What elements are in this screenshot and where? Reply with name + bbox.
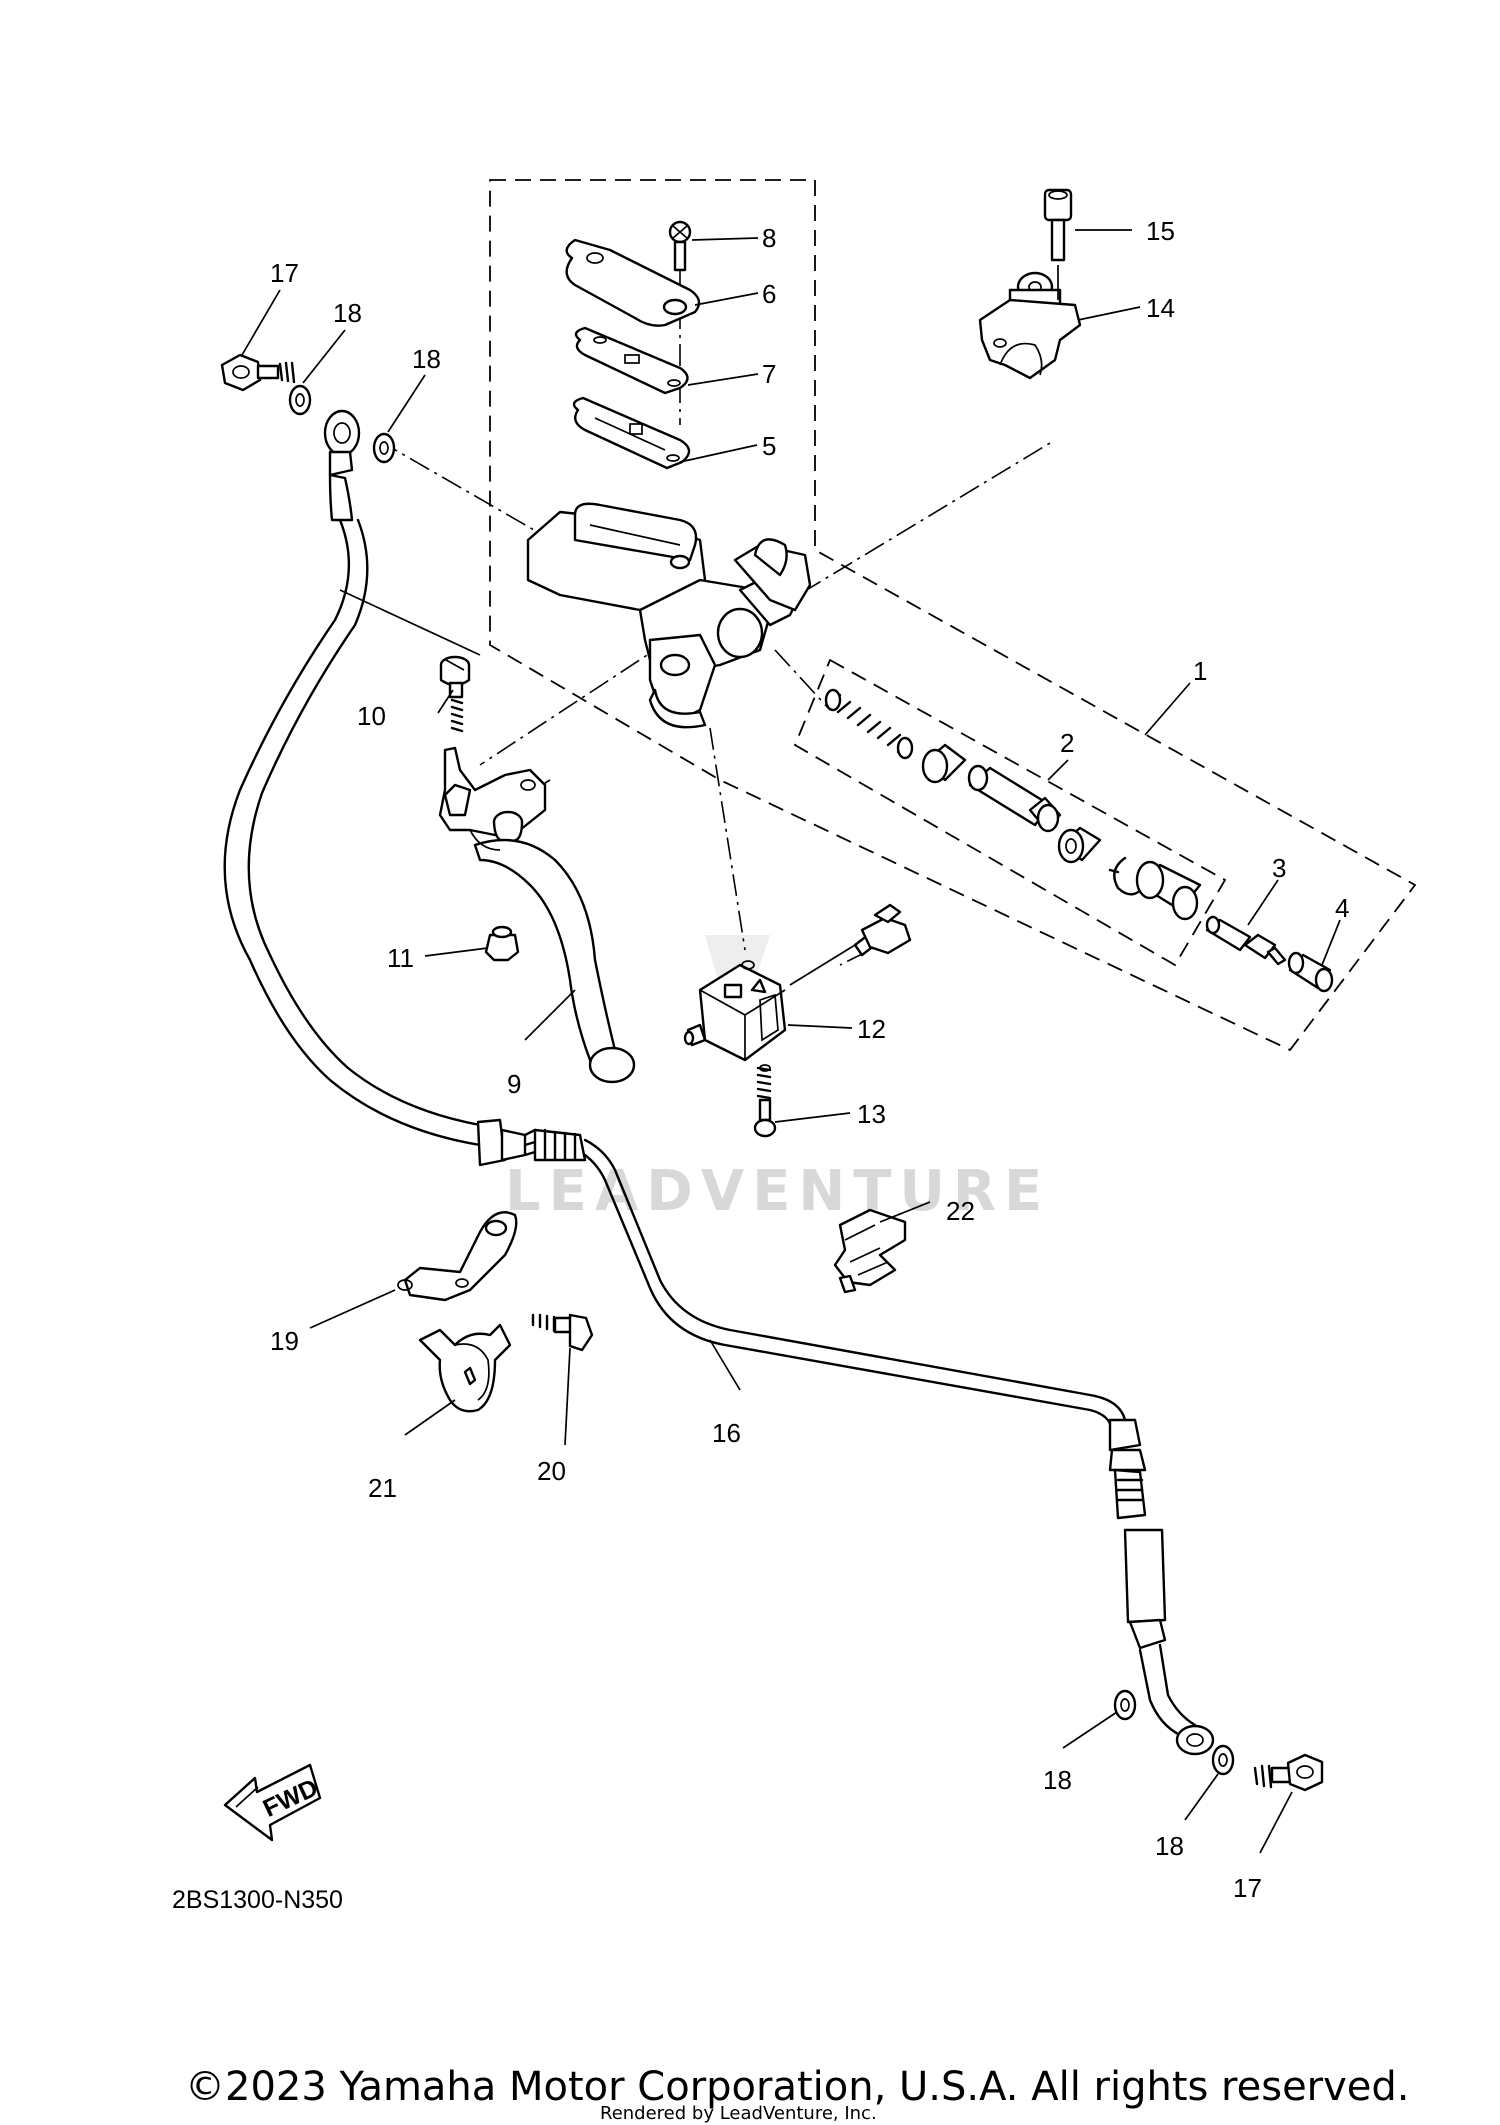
- cup-2: [921, 743, 967, 784]
- clip-22: [833, 1208, 907, 1294]
- copyright-notice: ©2023 Yamaha Motor Corporation, U.S.A. A…: [185, 2064, 1410, 2110]
- cap-4: [1287, 951, 1334, 993]
- washer-18-top-a: [288, 384, 312, 416]
- label-18-bottom-a: 18: [1043, 1765, 1072, 1795]
- rendered-by-notice: Rendered by LeadVenture, Inc.: [600, 2103, 877, 2124]
- label-19: 19: [270, 1326, 299, 1356]
- union-bolt-17-top: [220, 353, 296, 392]
- label-5: 5: [762, 431, 776, 461]
- label-14: 14: [1146, 293, 1175, 323]
- label-12: 12: [857, 1014, 886, 1044]
- screw-13: [753, 1064, 777, 1138]
- label-13: 13: [857, 1099, 886, 1129]
- label-18-bottom-b: 18: [1155, 1831, 1184, 1861]
- diaphragm-5: [572, 396, 691, 470]
- diaphragm-cover-6: [565, 238, 701, 327]
- label-2: 2: [1060, 728, 1074, 758]
- hose-clamp-21: [418, 1323, 512, 1413]
- washer-18-top-b: [372, 432, 396, 464]
- fwd-arrow-icon: FWD: [223, 1763, 322, 1842]
- switch-wire-12: [789, 903, 912, 986]
- diagram-code: 2BS1300-N350: [172, 1886, 343, 1914]
- label-17-top: 17: [270, 258, 299, 288]
- label-10: 10: [357, 701, 386, 731]
- label-3: 3: [1272, 853, 1286, 883]
- label-leaders: [241, 229, 1341, 1854]
- label-21: 21: [368, 1473, 397, 1503]
- label-1: 1: [1193, 656, 1207, 686]
- label-7: 7: [762, 359, 776, 389]
- union-bolt-17-bottom: [1253, 1753, 1324, 1792]
- label-11: 11: [387, 943, 414, 973]
- clamp-14: [978, 271, 1082, 380]
- master-cylinder-body: [526, 502, 812, 729]
- spring-2: [824, 688, 914, 760]
- lever-9: [438, 746, 636, 1084]
- label-17-bottom: 17: [1233, 1873, 1262, 1903]
- label-18-top-b: 18: [412, 344, 441, 374]
- watermark-text: LEADVENTURE: [505, 1159, 1050, 1224]
- bolt-20: [531, 1313, 594, 1352]
- bolt-15: [1043, 188, 1073, 262]
- label-18-top-a: 18: [333, 298, 362, 328]
- push-rod-3: [1205, 915, 1287, 966]
- cup-ring-2: [1057, 826, 1102, 864]
- assembly-outline-1: [489, 179, 1417, 1052]
- piston-2: [967, 764, 1062, 833]
- label-15: 15: [1146, 216, 1175, 246]
- label-6: 6: [762, 279, 776, 309]
- label-4: 4: [1335, 893, 1349, 923]
- washer-18-bottom-a: [1113, 1689, 1137, 1721]
- label-9: 9: [507, 1069, 521, 1099]
- hose-guide-19: [397, 1211, 518, 1302]
- clutch-switch-12: [683, 960, 787, 1062]
- boot-2: [1135, 860, 1202, 921]
- washer-18-bottom-b: [1211, 1744, 1235, 1776]
- label-22: 22: [946, 1196, 975, 1226]
- assembly-outline-2: [793, 658, 1227, 967]
- label-16: 16: [712, 1418, 741, 1448]
- nut-11: [484, 925, 520, 962]
- diaphragm-plate-7: [574, 326, 689, 395]
- brake-hose-16: [223, 409, 1215, 1756]
- label-8: 8: [762, 223, 776, 253]
- pivot-bolt-10: [439, 655, 471, 733]
- cap-screw-8: [668, 220, 692, 272]
- label-20: 20: [537, 1456, 566, 1486]
